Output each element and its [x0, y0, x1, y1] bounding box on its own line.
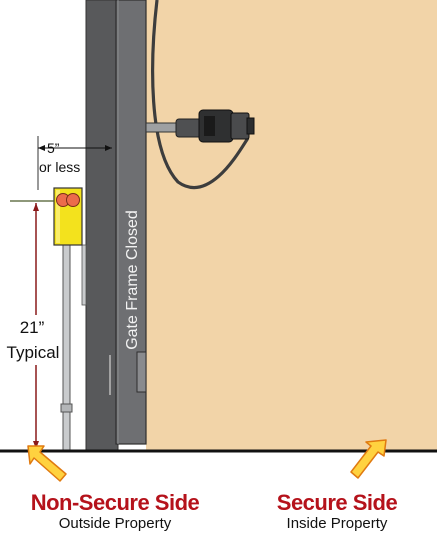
- gate-frame-label: Gate Frame Closed: [124, 210, 141, 350]
- non-secure-arrow-icon: [27, 445, 67, 482]
- non-secure-side-title: Non-Secure Side: [30, 490, 200, 515]
- non-secure-side-subtitle: Outside Property: [58, 515, 172, 532]
- secure-side-area: [146, 0, 437, 451]
- distance-value-label: 5”: [47, 140, 60, 156]
- sensor-lens-right: [66, 193, 80, 207]
- distance-note-label: or less: [39, 159, 80, 175]
- operator-cable: [151, 0, 250, 190]
- secure-side-caption: Secure Side Inside Property: [262, 490, 412, 532]
- gate-operator-icon: [145, 109, 255, 143]
- secure-side-title: Secure Side: [276, 490, 398, 515]
- sensor-pole: [62, 244, 71, 452]
- gate-latch: [136, 351, 147, 393]
- height-value-label: 21”: [20, 318, 45, 337]
- gate-frame: [115, 0, 147, 445]
- non-secure-side-caption: Non-Secure Side Outside Property: [30, 490, 200, 532]
- secure-side-subtitle: Inside Property: [286, 515, 388, 532]
- gate-post: [85, 0, 119, 452]
- height-note-label: Typical: [7, 343, 60, 362]
- secure-arrow-icon: [350, 439, 387, 479]
